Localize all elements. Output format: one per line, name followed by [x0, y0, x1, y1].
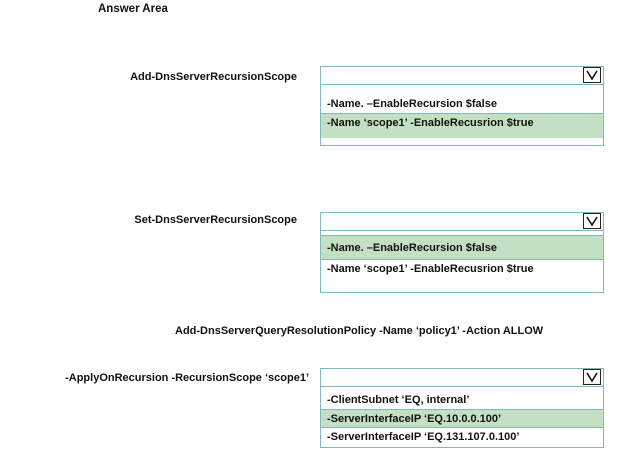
dropdown-header[interactable] [321, 67, 603, 85]
option-name-scope1-enablerecursion-true[interactable]: -Name ‘scope1’ -EnableRecusrion $true [321, 113, 603, 138]
dropdown-policy-criteria[interactable]: -ClientSubnet ‘EQ, internal’ -ServerInte… [320, 368, 604, 448]
command-label-set-recursion-scope: Set-DnsServerRecursionScope [134, 214, 297, 226]
option-name-scope1-enablerecursion-true[interactable]: -Name ‘scope1’ -EnableRecusrion $true [321, 259, 603, 277]
dropdown-header[interactable] [321, 213, 603, 231]
chevron-down-icon[interactable] [583, 213, 601, 229]
chevron-down-icon[interactable] [583, 67, 601, 83]
command-label-apply-on-recursion: -ApplyOnRecursion -RecursionScope ‘scope… [65, 372, 309, 384]
dropdown-add-recursion-scope[interactable]: -Name. –EnableRecursion $false -Name ‘sc… [320, 66, 604, 146]
option-serverinterfaceip-131-107-0-100[interactable]: -ServerInterfaceIP ‘EQ.131.107.0.100’ [321, 427, 603, 445]
answer-area-title: Answer Area [98, 3, 168, 15]
option-name-enablerecursion-false[interactable]: -Name. –EnableRecursion $false [321, 235, 603, 259]
policy-command-line: Add-DnsServerQueryResolutionPolicy -Name… [175, 325, 544, 337]
chevron-down-icon[interactable] [583, 369, 601, 385]
command-label-add-recursion-scope: Add-DnsServerRecursionScope [130, 71, 297, 83]
option-serverinterfaceip-10-0-0-100[interactable]: -ServerInterfaceIP ‘EQ.10.0.0.100’ [321, 409, 603, 427]
dropdown-header[interactable] [321, 369, 603, 387]
option-clientsubnet-internal[interactable]: -ClientSubnet ‘EQ, internal’ [327, 394, 470, 406]
option-name-enablerecursion-false[interactable]: -Name. –EnableRecursion $false [327, 98, 497, 110]
dropdown-set-recursion-scope[interactable]: -Name. –EnableRecursion $false -Name ‘sc… [320, 212, 604, 293]
